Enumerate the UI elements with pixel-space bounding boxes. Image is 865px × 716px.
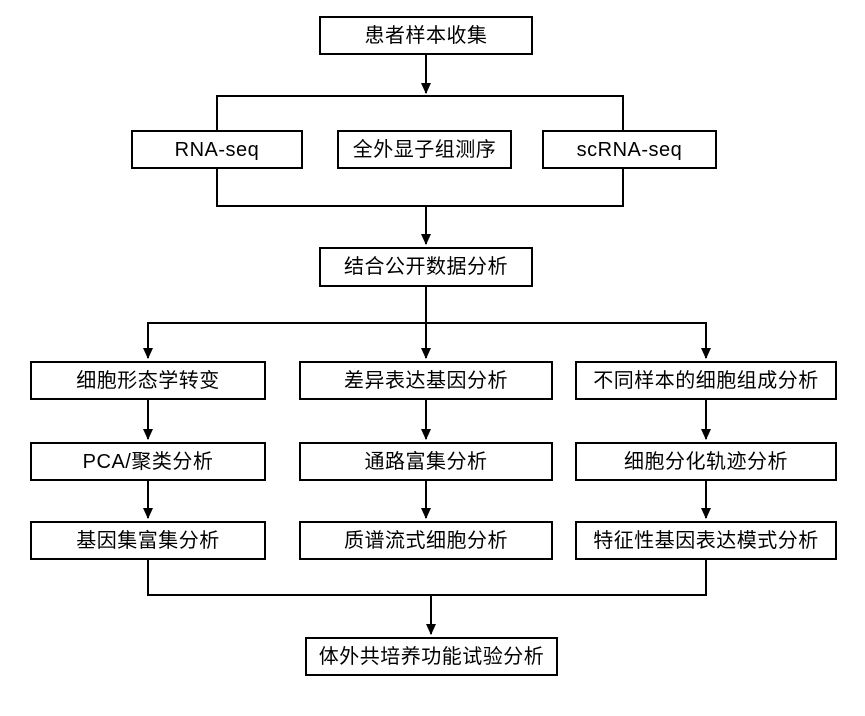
node-differentiation-trajectory-analysis: 细胞分化轨迹分析 bbox=[575, 442, 837, 481]
node-deg-analysis: 差异表达基因分析 bbox=[299, 361, 553, 400]
node-pca-cluster-analysis: PCA/聚类分析 bbox=[30, 442, 266, 481]
node-pathway-enrichment-analysis: 通路富集分析 bbox=[299, 442, 553, 481]
node-mass-cytometry-analysis: 质谱流式细胞分析 bbox=[299, 521, 553, 560]
node-whole-exome-sequencing: 全外显子组测序 bbox=[337, 130, 512, 169]
node-scrna-seq: scRNA-seq bbox=[542, 130, 717, 169]
node-public-data-analysis: 结合公开数据分析 bbox=[319, 247, 533, 287]
node-cell-morphology-change: 细胞形态学转变 bbox=[30, 361, 266, 400]
node-signature-gene-expression-analysis: 特征性基因表达模式分析 bbox=[575, 521, 837, 560]
node-gene-set-enrichment-analysis: 基因集富集分析 bbox=[30, 521, 266, 560]
node-patient-sample-collection: 患者样本收集 bbox=[319, 16, 533, 55]
node-rna-seq: RNA-seq bbox=[131, 130, 303, 169]
node-cell-composition-analysis: 不同样本的细胞组成分析 bbox=[575, 361, 837, 400]
node-coculture-functional-assay: 体外共培养功能试验分析 bbox=[305, 637, 558, 676]
